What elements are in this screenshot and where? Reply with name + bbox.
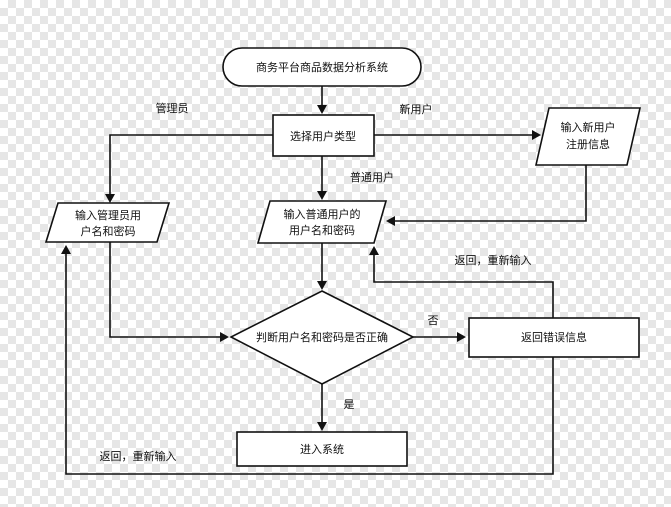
arrowhead: [317, 281, 327, 290]
arrowhead: [369, 246, 379, 255]
normal-user-label-line1: 输入普通用户的: [284, 207, 361, 221]
admin-label-line2: 户名和密码: [81, 224, 136, 238]
arrowhead: [386, 216, 395, 226]
arrowhead: [317, 191, 327, 200]
error-process: [468, 317, 640, 358]
normal-user-label-line2: 用户名和密码: [289, 223, 355, 237]
edge-label-back-to-normal: 返回，重新输入: [455, 253, 532, 267]
check-credentials-label: 判断用户名和密码是否正确: [256, 330, 388, 344]
arrowhead: [220, 332, 229, 342]
edge-label-yes: 是: [344, 398, 355, 411]
new-user-label-line2: 注册信息: [566, 137, 610, 151]
choose-user-type-process: [272, 114, 375, 157]
arrowhead: [61, 245, 71, 254]
edge-label-new-user: 新用户: [400, 102, 433, 116]
edge-new-user-to-normal: [393, 165, 587, 222]
normal-user-input: [256, 200, 388, 244]
arrowhead: [105, 194, 115, 203]
arrowhead: [457, 332, 466, 342]
edge-error-back-to-admin: [65, 252, 554, 475]
arrowhead: [317, 422, 327, 431]
edge-error-back-to-normal: [373, 253, 554, 318]
enter-system-label: 进入系统: [300, 443, 344, 456]
admin-label-line1: 输入管理员用: [75, 208, 141, 222]
enter-system-process: [236, 431, 408, 467]
check-credentials-decision: [229, 290, 415, 385]
edge-admin-to-decision: [109, 242, 222, 338]
new-user-input: [534, 107, 642, 166]
edge-choose-to-admin: [109, 134, 273, 196]
edge-label-normal-user: 普通用户: [350, 170, 394, 184]
error-label: 返回错误信息: [521, 330, 587, 344]
edge-label-admin: 管理员: [156, 101, 189, 115]
choose-user-type-label: 选择用户类型: [290, 129, 356, 143]
start-label: 商务平台商品数据分析系统: [256, 60, 388, 74]
admin-input: [44, 202, 171, 243]
start-terminator: [222, 47, 422, 87]
edge-label-no: 否: [428, 314, 439, 327]
arrowhead: [317, 105, 327, 114]
arrowhead: [532, 130, 541, 140]
new-user-label-line1: 输入新用户: [561, 120, 616, 134]
edge-label-back-to-admin: 返回，重新输入: [100, 449, 177, 463]
